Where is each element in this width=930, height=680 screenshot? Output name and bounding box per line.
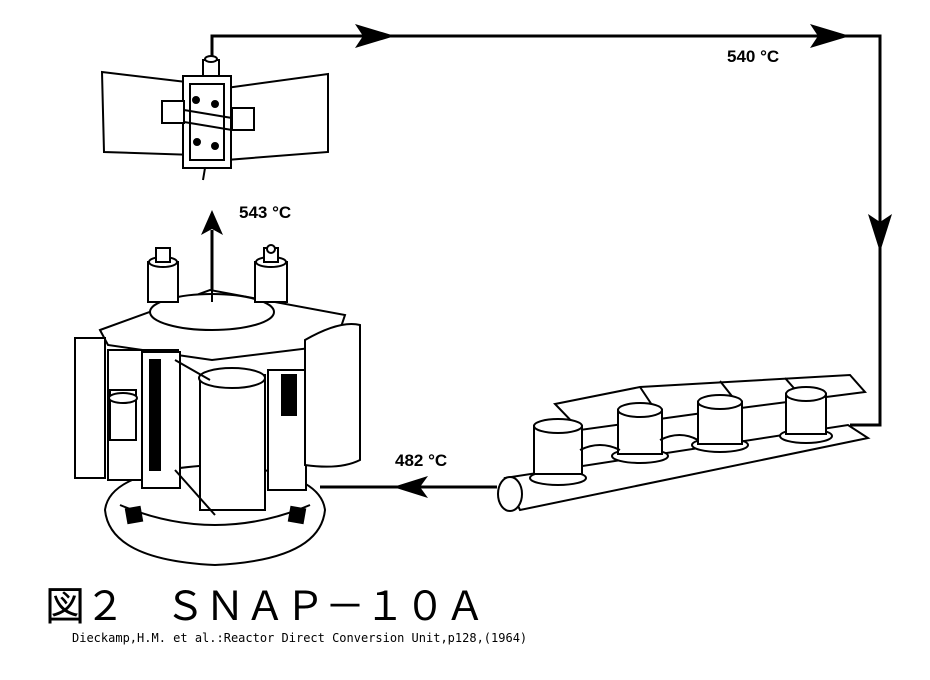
- arrow-up: [201, 210, 223, 235]
- temp-label-return: 482 °C: [395, 451, 448, 470]
- temp-label-out: 540 °C: [727, 47, 780, 66]
- arrow-top-2: [810, 24, 850, 48]
- temp-label-reactor: 543 °C: [239, 203, 292, 222]
- radiator-unit: [100, 55, 329, 181]
- converter-assembly: [497, 373, 871, 512]
- arrow-right-down: [868, 214, 892, 252]
- arrow-top-1: [355, 24, 395, 48]
- figure-title: 図２ ＳＮＡＰ－１０Ａ: [45, 584, 485, 630]
- reactor-side-reflector: [304, 323, 361, 468]
- figure-citation: Dieckamp,H.M. et al.:Reactor Direct Conv…: [72, 631, 528, 645]
- reactor-assembly: [74, 244, 361, 567]
- loop-top-line: [210, 34, 882, 427]
- flow-arrows: [201, 24, 892, 498]
- arrow-return-left: [393, 476, 428, 498]
